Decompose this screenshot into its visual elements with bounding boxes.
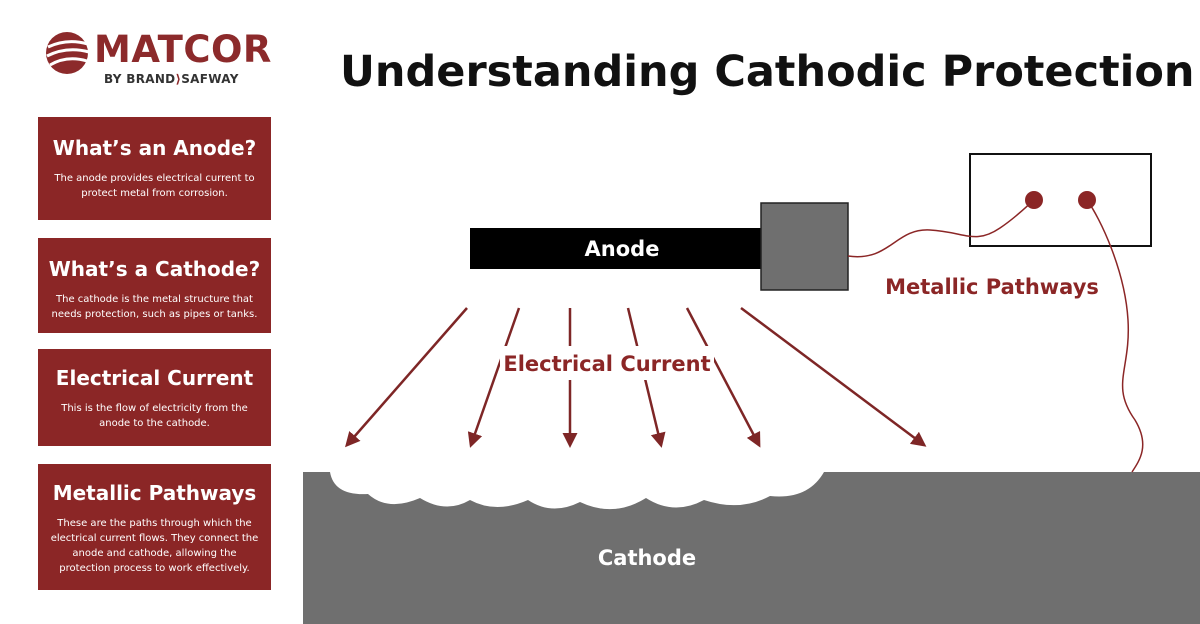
page-title: Understanding Cathodic Protection xyxy=(340,47,1195,97)
card-title: What’s an Anode? xyxy=(52,136,257,160)
current-label-backdrop xyxy=(500,346,714,380)
card-metallic-pathways: Metallic Pathways These are the paths th… xyxy=(38,464,271,590)
card-title: Electrical Current xyxy=(55,366,254,390)
logo-tagline: BY BRAND⟩SAFWAY xyxy=(104,72,239,86)
card-electrical-current: Electrical Current This is the flow of e… xyxy=(38,349,271,446)
logo-tagline-suffix: SAFWAY xyxy=(181,72,239,86)
logo-name: MATCOR xyxy=(94,28,272,71)
card-body: The anode provides electrical current to… xyxy=(54,173,255,199)
anode-connector-block xyxy=(760,202,849,291)
matcor-logo: MATCOR BY BRAND⟩SAFWAY xyxy=(40,28,280,90)
current-arrow xyxy=(345,307,468,448)
current-arrow xyxy=(740,306,927,447)
current-arrow xyxy=(467,307,521,448)
cathode-block xyxy=(303,472,1200,624)
rectifier-box xyxy=(969,153,1152,247)
cathode-label: Cathode xyxy=(598,546,696,570)
card-anode: What’s an Anode? The anode provides elec… xyxy=(38,117,271,220)
card-title: What’s a Cathode? xyxy=(48,257,261,281)
card-body: This is the flow of electricity from the… xyxy=(61,403,248,429)
card-body: The cathode is the metal structure that … xyxy=(51,294,258,320)
logo-tagline-prefix: BY BRAND xyxy=(104,72,176,86)
card-title: Metallic Pathways xyxy=(52,481,257,505)
electrical-current-label: Electrical Current xyxy=(503,352,710,376)
wire-anode-to-rectifier xyxy=(847,199,1035,258)
metallic-pathways-label: Metallic Pathways xyxy=(885,275,1099,299)
current-arrow xyxy=(685,307,761,448)
wire-rectifier-to-cathode xyxy=(1086,199,1144,473)
globe-logo-icon xyxy=(46,32,90,74)
logo-tagline-separator: ⟩ xyxy=(175,72,182,86)
card-body: These are the paths through which the el… xyxy=(50,518,259,574)
anode-label: Anode xyxy=(585,237,660,261)
anode-bar xyxy=(470,228,762,269)
card-cathode: What’s a Cathode? The cathode is the met… xyxy=(38,238,271,333)
